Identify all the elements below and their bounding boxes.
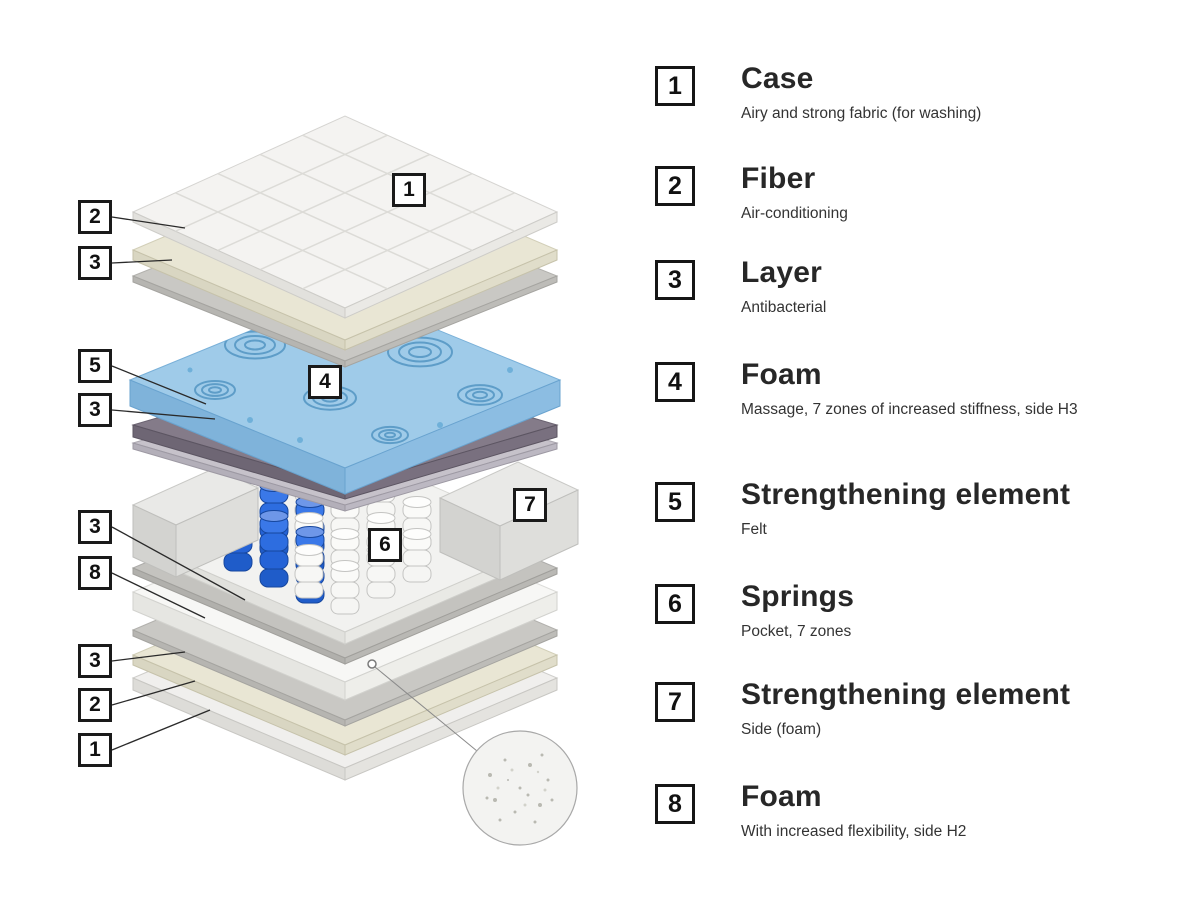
legend-number-box: 7 xyxy=(655,682,695,722)
inset-pointer xyxy=(367,659,478,752)
legend-number-box: 1 xyxy=(655,66,695,106)
legend-text: Foam Massage, 7 zones of increased stiff… xyxy=(741,358,1078,420)
legend-title: Strengthening element xyxy=(741,678,1071,711)
marker-6-springs: 6 xyxy=(368,528,402,562)
marker-7-side-element: 7 xyxy=(513,488,547,522)
marker-3-layer-top: 3 xyxy=(78,246,112,280)
legend-item-case: 1 Case Airy and strong fabric (for washi… xyxy=(655,62,981,124)
leader-lines xyxy=(111,216,246,751)
legend-text: Case Airy and strong fabric (for washing… xyxy=(741,62,981,124)
legend-number-box: 3 xyxy=(655,260,695,300)
left-strength-block xyxy=(131,467,260,578)
legend: 1 Case Airy and strong fabric (for washi… xyxy=(655,0,1195,900)
marker-3-layer-bottom: 3 xyxy=(78,644,112,678)
legend-number-box: 6 xyxy=(655,584,695,624)
foam-texture-dots xyxy=(485,753,554,824)
marker-1-case-top: 1 xyxy=(392,173,426,207)
legend-item-layer: 3 Layer Antibacterial xyxy=(655,256,826,318)
springs-layer xyxy=(131,447,580,645)
marker-3-layer-mid: 3 xyxy=(78,393,112,427)
mattress-illustration xyxy=(111,115,580,846)
marker-2-fiber-bottom: 2 xyxy=(78,688,112,722)
foam-texture-dots-light xyxy=(496,768,547,807)
legend-title: Strengthening element xyxy=(741,478,1071,511)
legend-number-box: 4 xyxy=(655,362,695,402)
legend-text: Springs Pocket, 7 zones xyxy=(741,580,854,642)
legend-subtitle: With increased flexibility, side H2 xyxy=(741,822,967,840)
legend-title: Case xyxy=(741,62,814,95)
legend-text: Strengthening element Side (foam) xyxy=(741,678,1070,740)
legend-subtitle: Side (foam) xyxy=(741,720,822,738)
legend-title: Foam xyxy=(741,780,822,813)
legend-text: Strengthening element Felt xyxy=(741,478,1070,540)
legend-item-fiber: 2 Fiber Air-conditioning xyxy=(655,162,848,224)
legend-subtitle: Antibacterial xyxy=(741,298,827,316)
legend-item-springs: 6 Springs Pocket, 7 zones xyxy=(655,580,854,642)
legend-subtitle: Felt xyxy=(741,520,767,538)
legend-number-box: 8 xyxy=(655,784,695,824)
legend-title: Springs xyxy=(741,580,855,613)
legend-number-box: 5 xyxy=(655,482,695,522)
legend-subtitle: Massage, 7 zones of increased stiffness,… xyxy=(741,400,1078,418)
legend-subtitle: Airy and strong fabric (for washing) xyxy=(741,104,982,122)
legend-subtitle: Air-conditioning xyxy=(741,204,848,222)
right-strength-block xyxy=(438,461,580,581)
legend-title: Fiber xyxy=(741,162,816,195)
legend-item-foam-h2: 8 Foam With increased flexibility, side … xyxy=(655,780,966,842)
legend-title: Layer xyxy=(741,256,823,289)
legend-item-strengthening-felt: 5 Strengthening element Felt xyxy=(655,478,1070,540)
legend-text: Foam With increased flexibility, side H2 xyxy=(741,780,966,842)
legend-item-foam-massage: 4 Foam Massage, 7 zones of increased sti… xyxy=(655,358,1078,420)
marker-1-case-bottom: 1 xyxy=(78,733,112,767)
marker-4-foam-massage: 4 xyxy=(308,365,342,399)
legend-text: Fiber Air-conditioning xyxy=(741,162,848,224)
legend-title: Foam xyxy=(741,358,822,391)
marker-2-fiber-top: 2 xyxy=(78,200,112,234)
layer-case-top xyxy=(131,115,559,319)
marker-8-foam-h2: 8 xyxy=(78,556,112,590)
marker-5-felt: 5 xyxy=(78,349,112,383)
zoom-inset xyxy=(462,730,578,846)
legend-item-strengthening-side: 7 Strengthening element Side (foam) xyxy=(655,678,1070,740)
legend-number-box: 2 xyxy=(655,166,695,206)
legend-text: Layer Antibacterial xyxy=(741,256,826,318)
layer-foam-massage xyxy=(128,291,562,495)
marker-3-layer-under-springs: 3 xyxy=(78,510,112,544)
legend-subtitle: Pocket, 7 zones xyxy=(741,622,852,640)
